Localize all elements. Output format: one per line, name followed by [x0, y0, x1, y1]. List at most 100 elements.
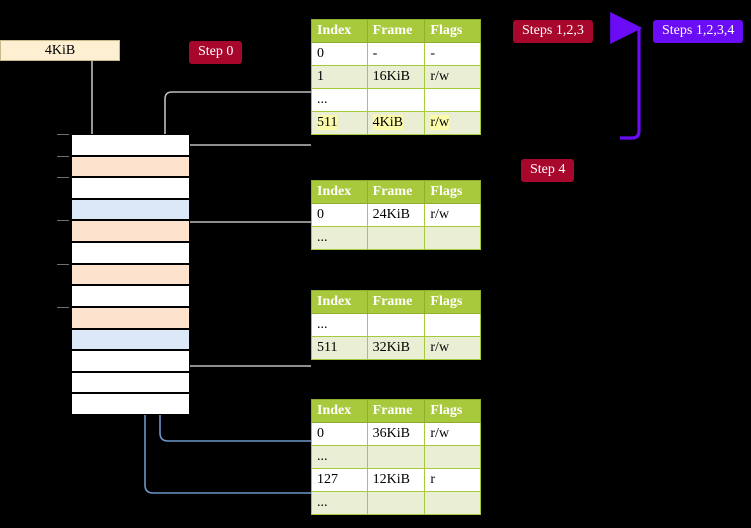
column-header-frame: Frame	[366, 290, 426, 314]
memory-boundary-tick	[57, 134, 69, 135]
cell-index: 511	[311, 336, 368, 360]
cell-frame: 24KiB	[366, 203, 426, 227]
cell-frame: -	[366, 42, 426, 66]
cell-flags	[424, 313, 481, 337]
cell-frame: 36KiB	[366, 422, 426, 446]
cell-frame: 32KiB	[366, 336, 426, 360]
memory-row	[71, 285, 190, 307]
cell-flags: r	[424, 468, 481, 492]
highlighted-value: 4KiB	[372, 115, 403, 130]
cell-index: ...	[311, 226, 368, 250]
memory-row	[71, 263, 190, 286]
badge-step-0: Step 0	[189, 41, 243, 64]
physical-memory-grid	[57, 134, 190, 415]
cell-frame	[366, 88, 426, 112]
cell-index: 0	[311, 203, 368, 227]
cell-flags	[424, 445, 481, 469]
cell-index: 0	[311, 422, 368, 446]
badge-step-4: Step 4	[521, 159, 575, 182]
badge-step-4-label: Step 4	[530, 162, 566, 177]
physical-frame-4kib: 4KiB	[0, 40, 120, 61]
cell-index: 1	[311, 65, 368, 89]
wire-t3-row127-to-memory	[132, 327, 311, 494]
cell-frame	[366, 313, 426, 337]
cell-index: 511	[311, 111, 368, 135]
highlighted-value: 511	[317, 115, 338, 130]
column-header-flags: Flags	[424, 290, 481, 314]
badge-step-0-label: Step 0	[198, 44, 234, 59]
cell-flags	[424, 226, 481, 250]
cell-frame	[366, 491, 426, 515]
memory-boundary-tick	[57, 155, 69, 157]
column-header-frame: Frame	[366, 180, 426, 204]
badge-steps-123: Steps 1,2,3	[513, 20, 593, 43]
column-header-index: Index	[311, 290, 368, 314]
wire-t1-row0-to-memory	[174, 221, 311, 263]
cell-index: 0	[311, 42, 368, 66]
wire-t0-row511-to-memory	[175, 144, 311, 153]
physical-frame-label: 4KiB	[44, 42, 76, 58]
table-row: ...	[311, 226, 481, 250]
column-header-flags: Flags	[424, 180, 481, 204]
badge-steps-1234-label: Steps 1,2,3,4	[662, 23, 735, 38]
cell-index: ...	[311, 313, 368, 337]
column-header-flags: Flags	[424, 19, 481, 43]
memory-boundary-tick	[57, 177, 69, 179]
cell-flags: r/w	[424, 65, 481, 89]
column-header-index: Index	[311, 19, 368, 43]
cell-frame: 16KiB	[366, 65, 426, 89]
table-row: 511 4KiB r/w	[311, 111, 481, 135]
wire-t3-row0-to-memory	[147, 190, 311, 442]
memory-boundary-tick	[57, 263, 69, 265]
table-row: ...	[311, 88, 481, 112]
cell-flags: r/w	[424, 111, 481, 135]
memory-boundary-tick	[57, 220, 69, 222]
table-row: ...	[311, 313, 481, 337]
cell-index: ...	[311, 88, 368, 112]
cell-index: ...	[311, 491, 368, 515]
memory-row	[71, 306, 190, 329]
cell-flags: -	[424, 42, 481, 66]
cell-index: ...	[311, 445, 368, 469]
cell-frame: 4KiB	[366, 111, 426, 135]
memory-row	[71, 371, 190, 394]
cell-flags	[424, 491, 481, 515]
column-header-frame: Frame	[366, 19, 426, 43]
cell-frame	[366, 445, 426, 469]
badge-steps-1234: Steps 1,2,3,4	[653, 20, 744, 43]
column-header-frame: Frame	[366, 399, 426, 423]
cell-frame	[366, 226, 426, 250]
memory-boundary-tick	[57, 306, 69, 308]
memory-row	[71, 350, 190, 372]
column-header-flags: Flags	[424, 399, 481, 423]
cell-flags: r/w	[424, 203, 481, 227]
wire-t2-row511-to-memory	[163, 312, 311, 367]
memory-row	[71, 242, 190, 264]
memory-row	[71, 220, 190, 243]
wire-t0-row1-to-memory	[163, 91, 311, 154]
table-row: 0--	[311, 42, 481, 66]
memory-row	[71, 393, 190, 415]
memory-row	[71, 198, 190, 221]
table-row: ...	[311, 445, 481, 469]
memory-row	[71, 177, 190, 199]
highlighted-value: r/w	[430, 115, 450, 130]
table-row: ...	[311, 491, 481, 515]
cell-frame: 12KiB	[366, 468, 426, 492]
cell-flags: r/w	[424, 422, 481, 446]
